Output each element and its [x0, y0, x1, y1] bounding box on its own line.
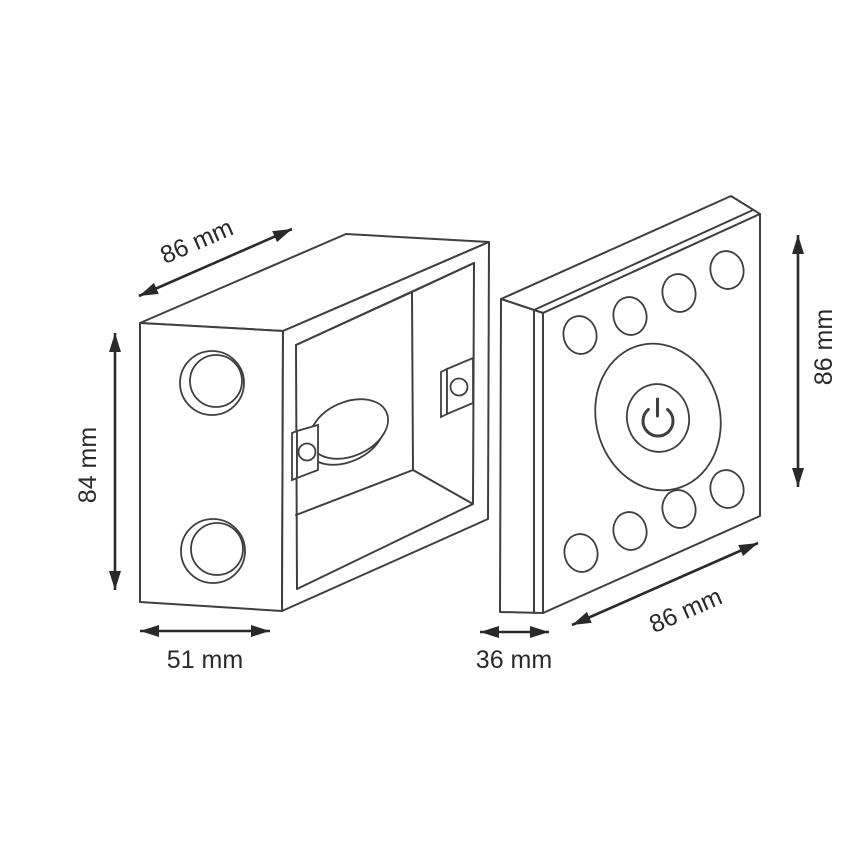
dial	[594, 342, 722, 492]
dimension-box-height: 84 mm	[74, 333, 121, 590]
dimension-plate-height: 86 mm	[792, 235, 838, 487]
dim-arrow	[138, 227, 293, 298]
dim-label: 86 mm	[645, 582, 726, 638]
button-top-2	[612, 296, 648, 336]
dimension-plate-depth: 36 mm	[476, 626, 552, 674]
knockout-top-inner	[189, 354, 243, 408]
plate-side-face	[499, 298, 544, 614]
button-top-1	[562, 315, 598, 355]
dim-label: 84 mm	[74, 427, 102, 503]
mounting-lug-left	[291, 423, 319, 482]
button-top-3	[661, 273, 697, 313]
box-side-knockouts	[179, 350, 246, 584]
dim-label: 51 mm	[167, 646, 243, 674]
dim-arrow	[571, 541, 759, 627]
plate-panel-seam	[533, 209, 754, 614]
box-ceiling-edge	[411, 262, 475, 293]
button-top-4	[709, 250, 745, 290]
dim-label: 86 mm	[810, 309, 838, 385]
button-bottom-3	[661, 489, 697, 529]
dim-label: 36 mm	[476, 646, 552, 674]
box-interior	[291, 262, 475, 516]
power-icon	[641, 397, 675, 438]
mounting-lug-right	[440, 356, 474, 419]
lug-screw-hole	[449, 377, 469, 397]
box-back-wall-edges	[295, 291, 414, 516]
dimension-box-depth: 51 mm	[140, 625, 270, 674]
power-button	[625, 383, 691, 453]
knockout-bottom-inner	[190, 522, 244, 576]
plate-buttons	[562, 250, 745, 573]
lug-screw-hole	[297, 442, 317, 462]
dim-label: 86 mm	[156, 214, 237, 270]
faceplate	[499, 195, 761, 614]
box-floor-edge	[412, 469, 474, 505]
mounting-box	[139, 233, 490, 612]
button-bottom-4	[709, 469, 745, 509]
